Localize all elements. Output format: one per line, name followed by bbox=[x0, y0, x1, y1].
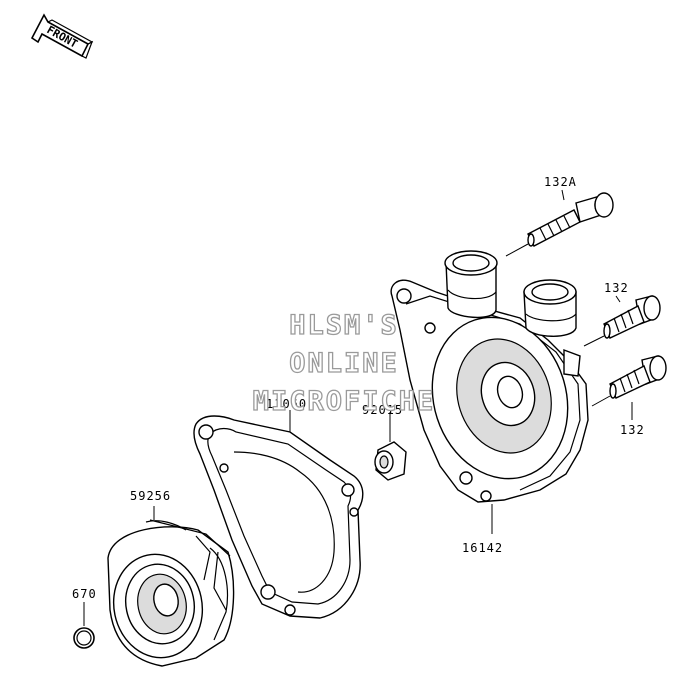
callout-92015: 92015 bbox=[362, 403, 403, 417]
callout-132-lower: 132 bbox=[620, 423, 645, 437]
gasket-11060 bbox=[193, 410, 364, 619]
callout-59256: 59256 bbox=[130, 489, 171, 503]
callout-132a: 132A bbox=[544, 175, 577, 189]
bolt-132-upper bbox=[583, 295, 661, 347]
bolt-132a bbox=[505, 192, 614, 257]
nut-92015 bbox=[374, 412, 407, 481]
front-label: FRONT bbox=[45, 23, 81, 51]
watermark-line-2: ONLINE bbox=[289, 348, 399, 379]
o-ring-670 bbox=[73, 602, 95, 649]
bolt-132-lower bbox=[591, 355, 667, 407]
watermark-line-3: MICROFICHE bbox=[253, 386, 436, 417]
leader-132a bbox=[561, 189, 565, 201]
callout-670: 670 bbox=[72, 587, 97, 601]
front-arrow-icon: FRONT bbox=[30, 13, 94, 59]
callout-16142: 16142 bbox=[462, 541, 503, 555]
watermark-line-1: HLSM'S bbox=[289, 310, 399, 341]
callout-132-upper: 132 bbox=[604, 281, 629, 295]
impeller-59256 bbox=[107, 506, 235, 667]
leader-132-upper bbox=[615, 295, 621, 303]
callout-11060: 11060 bbox=[266, 397, 307, 411]
watermark: HLSM'S ONLINE MICROFICHE bbox=[252, 309, 436, 417]
pump-cover-16142 bbox=[390, 250, 589, 534]
